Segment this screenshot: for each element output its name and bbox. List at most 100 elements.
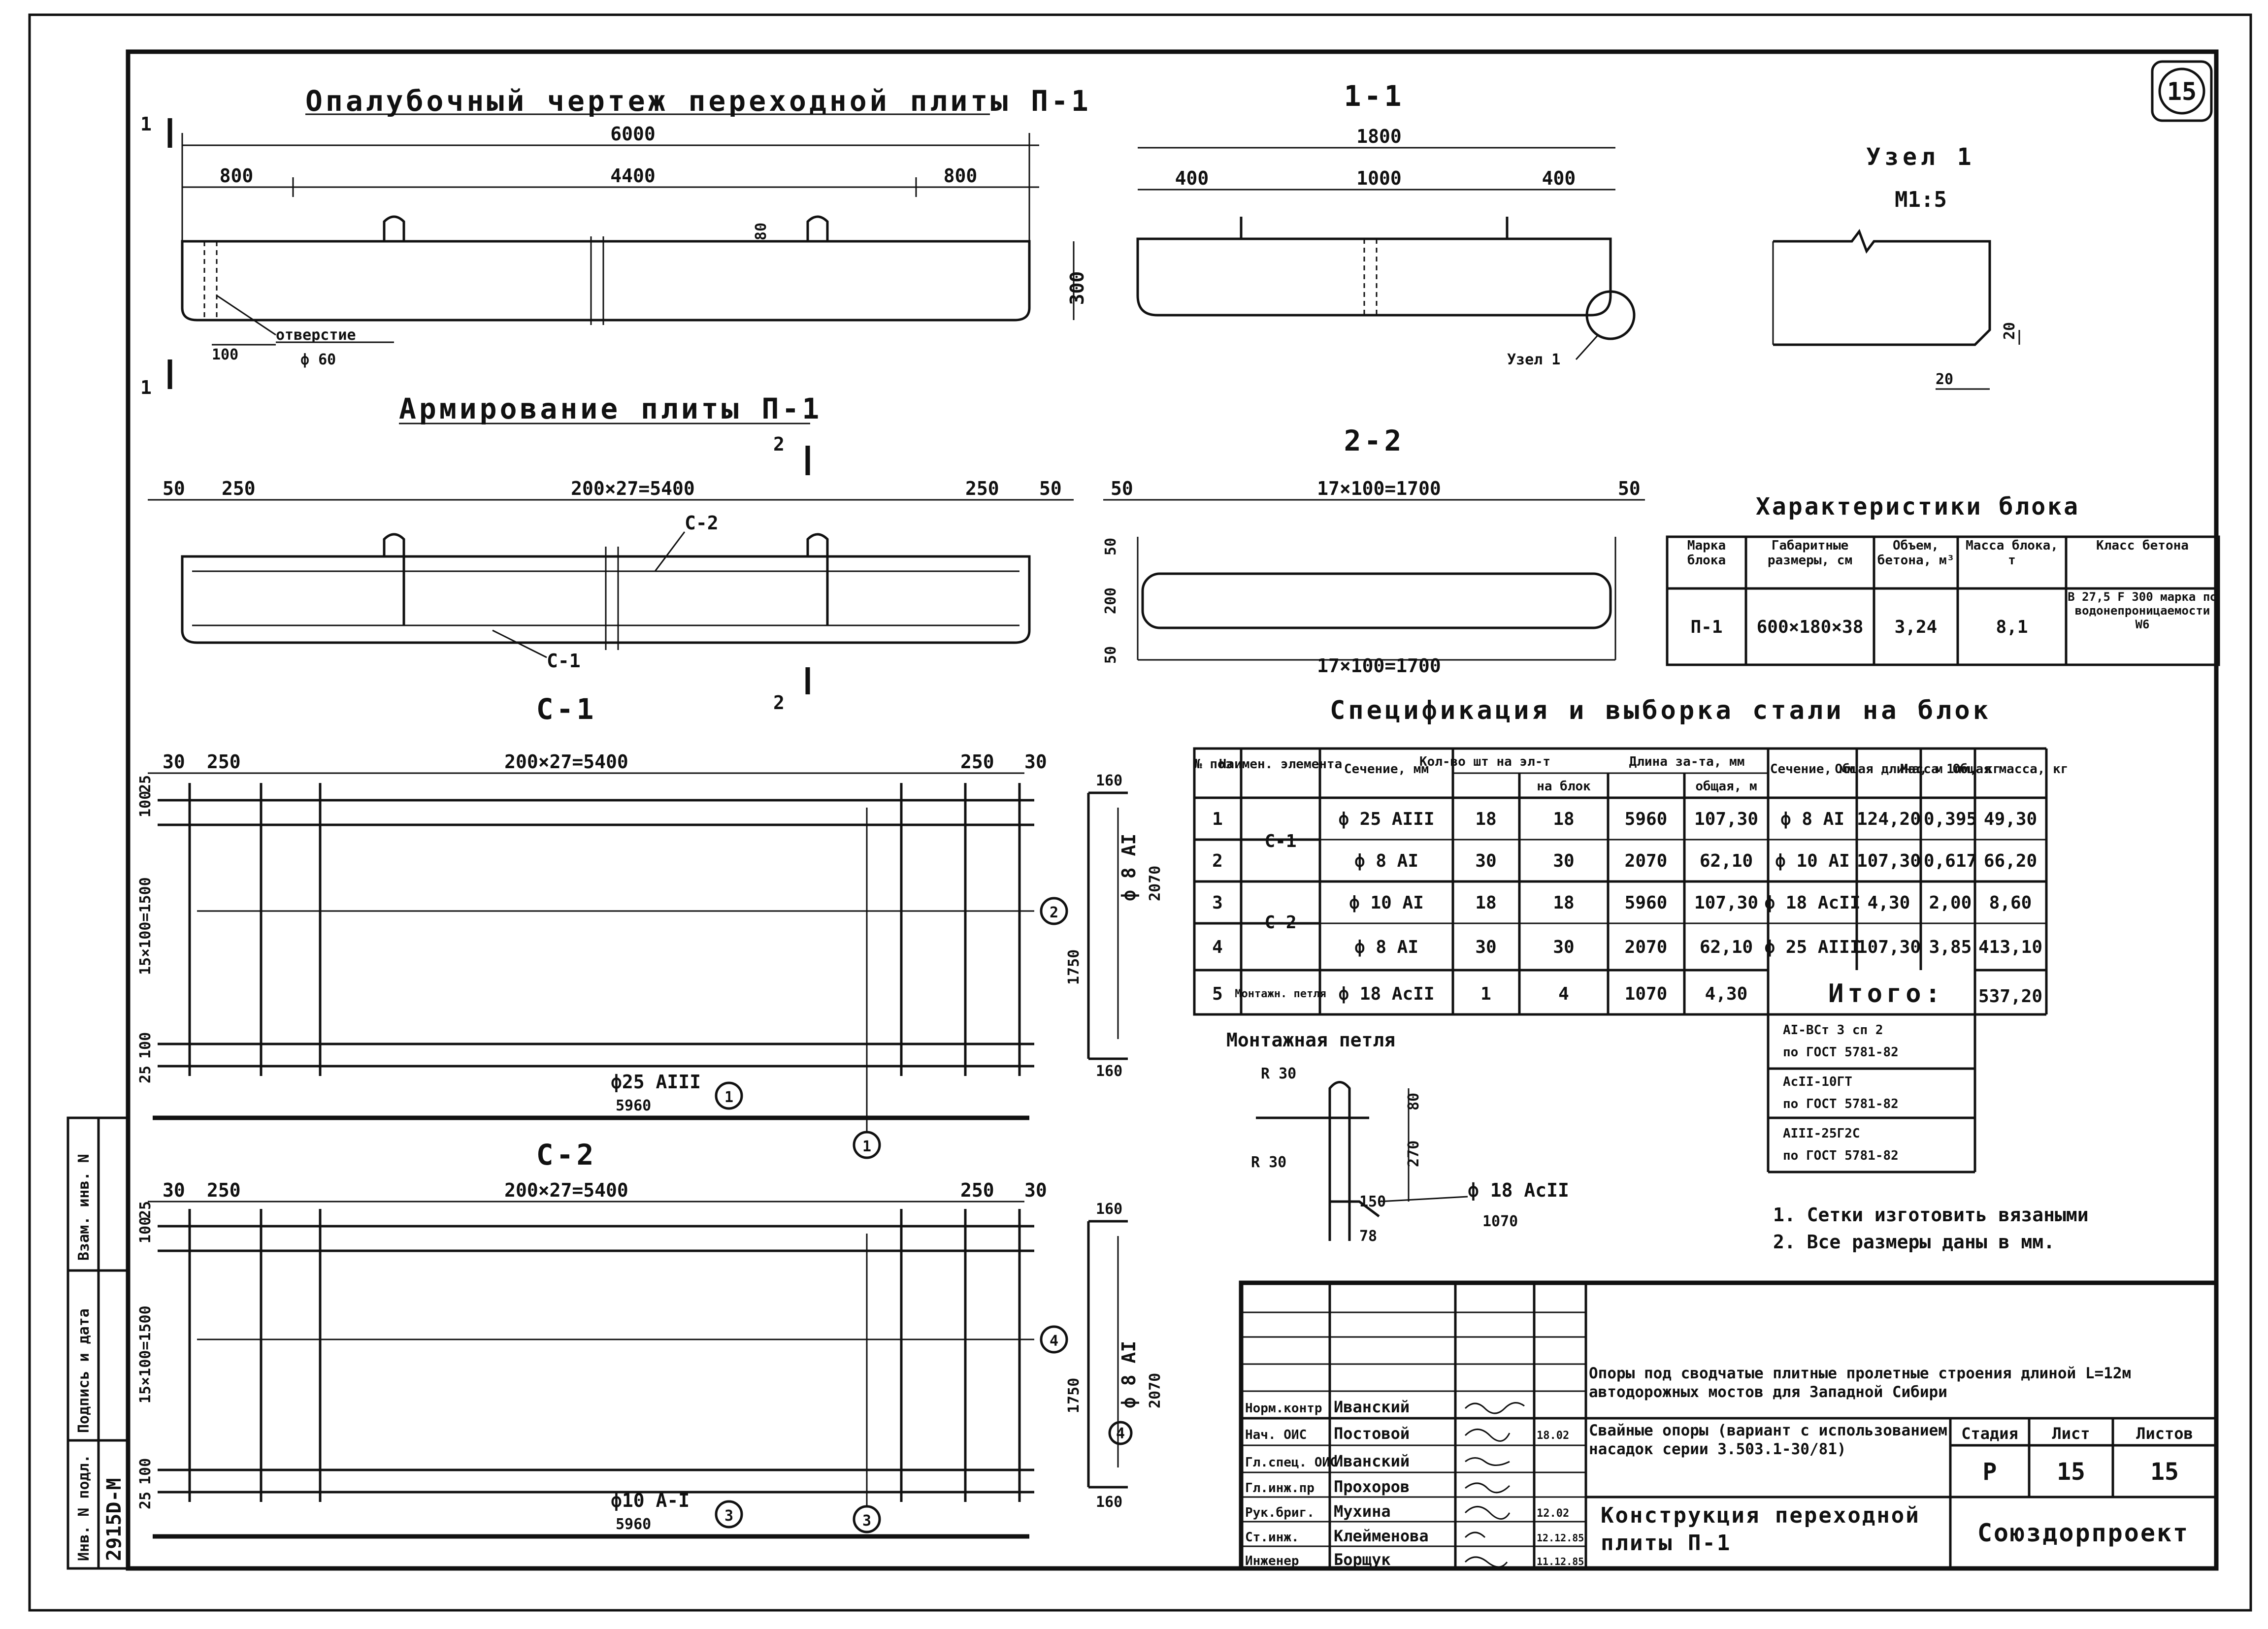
svg-text:1000: 1000	[1356, 167, 1402, 189]
svg-text:С-1: С-1	[1264, 831, 1296, 851]
svg-text:50: 50	[1039, 478, 1062, 499]
svg-text:12.12.85: 12.12.85	[1537, 1532, 1584, 1544]
remark-2: 2. Все размеры даны в мм.	[1773, 1231, 2055, 1253]
svg-text:17×100=1700: 17×100=1700	[1317, 478, 1441, 499]
svg-text:107,30: 107,30	[1694, 893, 1758, 913]
svg-text:250: 250	[965, 478, 999, 499]
svg-text:1070: 1070	[1482, 1213, 1518, 1230]
svg-text:Гл.инж.пр: Гл.инж.пр	[1245, 1481, 1315, 1496]
svg-text:15: 15	[2150, 1458, 2179, 1486]
svg-text:270: 270	[1405, 1140, 1422, 1167]
svg-text:4: 4	[1558, 984, 1569, 1004]
svg-text:3,85: 3,85	[1929, 937, 1972, 957]
svg-text:ф 8 АI: ф 8 АI	[1780, 809, 1844, 829]
svg-text:50: 50	[1102, 538, 1119, 555]
svg-text:5960: 5960	[1625, 893, 1668, 913]
svg-text:4: 4	[1050, 1333, 1058, 1350]
remark-1: 1. Сетки изготовить вязаными	[1773, 1204, 2089, 1226]
svg-text:600×180×38: 600×180×38	[1757, 617, 1864, 637]
svg-text:Подпись и дата: Подпись и дата	[75, 1308, 93, 1433]
svg-text:3: 3	[724, 1507, 733, 1525]
svg-text:537,20: 537,20	[1978, 986, 2042, 1007]
formwork-dims: 6000 800 4400 800	[181, 123, 1039, 241]
svg-text:30: 30	[163, 751, 185, 773]
svg-text:М1:5: М1:5	[1895, 187, 1947, 212]
svg-text:4,30: 4,30	[1868, 893, 1910, 913]
svg-text:400: 400	[1542, 167, 1576, 189]
title-block: Норм.контр Нач. ОИС Гл.спец. ОИС Гл.инж.…	[1239, 1280, 2219, 1571]
svg-text:15: 15	[2167, 77, 2197, 106]
mounting-loop: Монтажная петля R 30 R 30 80 270 150 78 …	[1226, 1029, 1569, 1245]
svg-text:ф 8 АI: ф 8 АI	[1118, 834, 1140, 901]
svg-text:62,10: 62,10	[1700, 937, 1753, 957]
svg-text:1: 1	[140, 113, 152, 135]
svg-text:Иванский: Иванский	[1334, 1452, 1410, 1470]
svg-text:по ГОСТ 5781-82: по ГОСТ 5781-82	[1783, 1148, 1899, 1163]
svg-text:Наимен. элемента: Наимен. элемента	[1219, 757, 1342, 772]
svg-text:8,1: 8,1	[1996, 617, 2028, 637]
svg-text:413,10: 413,10	[1978, 937, 2042, 957]
svg-text:200: 200	[1102, 587, 1119, 614]
svg-text:11.12.85: 11.12.85	[1537, 1556, 1584, 1567]
svg-text:50: 50	[163, 478, 185, 499]
svg-text:18: 18	[1475, 893, 1496, 913]
svg-text:18.02: 18.02	[1537, 1430, 1569, 1442]
svg-text:3,24: 3,24	[1895, 617, 1938, 637]
svg-text:15×100=1500: 15×100=1500	[137, 1305, 154, 1403]
svg-text:800: 800	[944, 165, 978, 187]
svg-text:25: 25	[137, 1066, 154, 1083]
svg-text:Р: Р	[1983, 1458, 1997, 1486]
svg-text:25: 25	[137, 775, 154, 793]
svg-text:Рук.бриг.: Рук.бриг.	[1245, 1505, 1315, 1520]
svg-text:ф 18 АсII: ф 18 АсII	[1468, 1179, 1569, 1201]
svg-text:Листов: Листов	[2136, 1424, 2193, 1443]
svg-text:ф25 АIII: ф25 АIII	[611, 1071, 701, 1093]
svg-text:30: 30	[1024, 751, 1047, 773]
svg-text:107,30: 107,30	[1857, 851, 1921, 871]
svg-text:ф 60: ф 60	[300, 351, 336, 368]
svg-text:100: 100	[137, 1032, 154, 1059]
svg-text:25: 25	[137, 1492, 154, 1509]
svg-text:200×27=5400: 200×27=5400	[504, 751, 628, 773]
svg-text:ф 8 АI: ф 8 АI	[1118, 1341, 1140, 1408]
svg-text:С-2: С-2	[685, 512, 719, 534]
svg-text:общая, м: общая, м	[1695, 779, 1757, 794]
svg-text:Монтажн. петля: Монтажн. петля	[1235, 988, 1326, 1000]
svg-text:250: 250	[207, 751, 241, 773]
svg-text:Иванский: Иванский	[1334, 1398, 1410, 1416]
svg-text:80: 80	[753, 223, 770, 240]
svg-text:2070: 2070	[1625, 851, 1668, 871]
svg-text:ф 8 АI: ф 8 АI	[1354, 851, 1418, 871]
svg-text:1: 1	[1212, 809, 1223, 829]
svg-text:Союздорпроект: Союздорпроект	[1977, 1519, 2189, 1547]
svg-text:R 30: R 30	[1261, 1065, 1296, 1082]
svg-text:Борщук: Борщук	[1334, 1550, 1391, 1569]
svg-text:отверстие: отверстие	[276, 326, 356, 344]
svg-text:250: 250	[960, 1179, 994, 1201]
svg-text:3: 3	[862, 1512, 871, 1530]
svg-text:ф 10 АI: ф 10 АI	[1349, 893, 1424, 913]
svg-text:30: 30	[1553, 851, 1574, 871]
svg-text:2: 2	[1050, 904, 1058, 921]
svg-text:ф 18 АсII: ф 18 АсII	[1764, 893, 1860, 913]
svg-text:400: 400	[1175, 167, 1209, 189]
svg-text:5960: 5960	[616, 1516, 651, 1533]
svg-text:1: 1	[140, 377, 152, 398]
svg-text:ф 25 АIII: ф 25 АIII	[1338, 809, 1434, 829]
svg-text:Характеристики блока: Характеристики блока	[1756, 493, 2080, 521]
spec-table: Спецификация и выборка стали на блок	[1193, 696, 2068, 1173]
svg-text:4: 4	[1212, 937, 1223, 957]
svg-text:200×27=5400: 200×27=5400	[504, 1179, 628, 1201]
svg-text:8,60: 8,60	[1989, 893, 2032, 913]
svg-text:30: 30	[1475, 851, 1496, 871]
svg-text:15: 15	[2057, 1458, 2085, 1486]
svg-text:50: 50	[1102, 646, 1119, 664]
svg-text:Прохоров: Прохоров	[1334, 1477, 1410, 1496]
svg-text:Монтажная петля: Монтажная петля	[1226, 1029, 1395, 1051]
svg-text:160: 160	[1096, 1201, 1122, 1218]
svg-text:на блок: на блок	[1537, 779, 1591, 794]
svg-text:Стадия: Стадия	[1961, 1424, 2018, 1443]
svg-text:4: 4	[1116, 1425, 1125, 1442]
svg-text:С-1: С-1	[536, 692, 597, 726]
